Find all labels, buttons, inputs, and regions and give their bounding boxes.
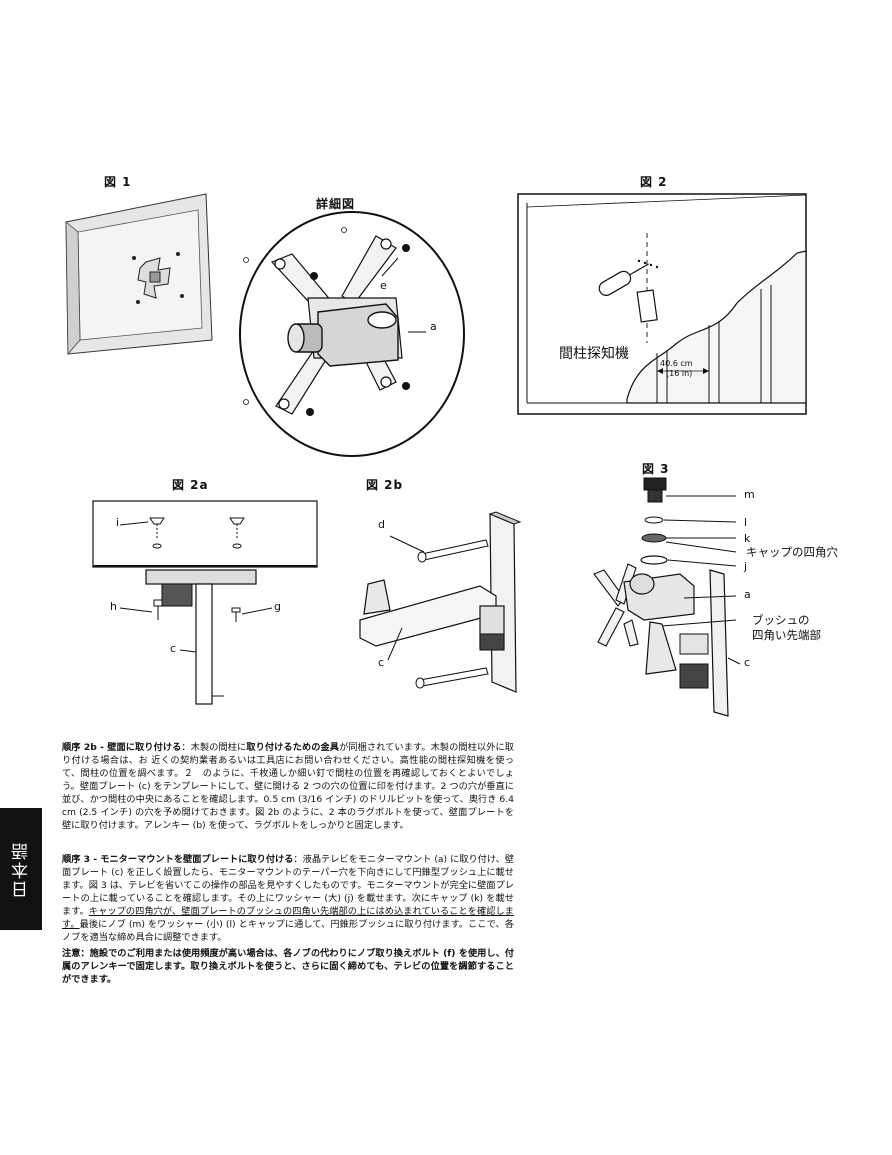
fig1-tv-illustration	[65, 193, 213, 356]
fig3-callout-bush-line1: ブッシュの	[752, 613, 810, 627]
fig2a-callout-c: c	[170, 642, 177, 655]
fig3-illustration	[593, 477, 741, 717]
fig2b-callout-c: c	[378, 656, 385, 669]
fig2-dim-in: (16 in)	[666, 369, 693, 378]
step-2b-text-bold: 取り付けるための金具	[246, 742, 340, 753]
fig2a-callout-h: h	[110, 600, 117, 613]
step-3-text-b: 最後にノブ (m) をワッシャー (小) (l) とキャップに通して、円錐形ブッ…	[62, 919, 514, 943]
language-tab: 日本語	[0, 808, 42, 930]
fig1-detail-title: 詳細図	[316, 197, 356, 211]
step-2b-text-a: ：木製の間柱に	[181, 742, 247, 753]
fig3-callout-k: k	[744, 532, 751, 545]
fig3-callout-a: a	[744, 588, 751, 601]
step-3-text-underlined: キャップの四角穴が、壁面プレートのブッシュの四角い先端部の上にはめ込まれているこ…	[62, 906, 514, 930]
fig2-wall-illustration	[517, 193, 807, 415]
fig3-callout-cap-hole: キャップの四角穴	[746, 545, 838, 559]
note-text: 注意：施設でのご利用または使用頻度が高い場合は、各ノブの代わりにノブ取り換えボル…	[62, 948, 514, 985]
fig2a-callout-g: g	[274, 600, 281, 613]
fig2a-illustration	[92, 500, 318, 705]
fig2b-callout-d: d	[378, 518, 385, 531]
fig1-detail-circle	[239, 211, 465, 457]
fig2b-illustration	[359, 511, 522, 693]
fig3-callout-c: c	[744, 656, 751, 669]
fig3-callout-l: l	[744, 516, 748, 529]
fig1-title: 図 1	[104, 175, 132, 189]
language-tab-label: 日本語	[11, 840, 32, 898]
step-3-text-a: ：液晶テレビをモニターマウント (a) に取り付け、壁面プレート (c) を正し…	[62, 854, 514, 917]
fig1-callout-a: a	[430, 320, 437, 333]
step-3-heading: 順序 3 - モニターマウントを壁面プレートに取り付ける	[62, 854, 294, 865]
fig2-title: 図 2	[640, 175, 668, 189]
fig3-title: 図 3	[642, 462, 670, 476]
fig2b-title: 図 2b	[366, 478, 404, 492]
fig2a-callout-i: i	[116, 516, 120, 529]
paragraph-step-2b: 順序 2b - 壁面に取り付ける：木製の間柱に取り付けるための金具が同梱されてい…	[62, 741, 514, 832]
paragraph-note: 注意：施設でのご利用または使用頻度が高い場合は、各ノブの代わりにノブ取り換えボル…	[62, 947, 514, 986]
fig2a-title: 図 2a	[172, 478, 209, 492]
fig3-callout-bush-line2: 四角い先端部	[752, 628, 821, 642]
paragraph-step-3: 順序 3 - モニターマウントを壁面プレートに取り付ける：液晶テレビをモニターマ…	[62, 853, 514, 944]
step-2b-text-c: が同梱されています。木製の間柱以外に取り付ける場合は、お 近くの契約業者あるいは…	[62, 742, 514, 831]
fig2-stud-finder-label: 間柱探知機	[559, 346, 629, 362]
fig3-callout-m: m	[744, 488, 755, 501]
fig1-callout-e: e	[380, 279, 387, 292]
fig3-callout-j: j	[744, 560, 748, 573]
fig2-dim-cm: 40.6 cm	[660, 359, 693, 368]
step-2b-heading: 順序 2b - 壁面に取り付ける	[62, 742, 182, 753]
